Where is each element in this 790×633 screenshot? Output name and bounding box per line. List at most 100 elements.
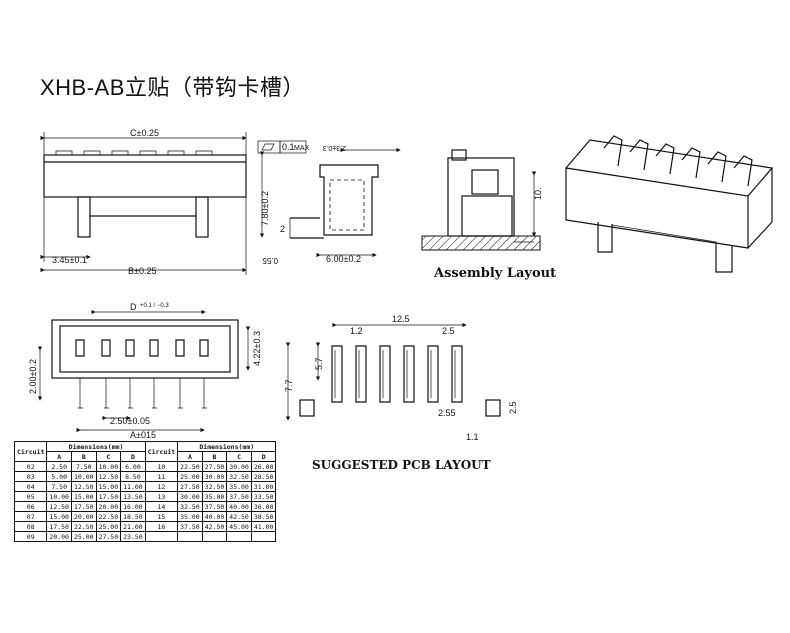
table-cell: 02 [13,461,48,472]
table-cell: 12.50 [46,501,72,512]
table-cell: 12.50 [95,471,122,482]
table-cell: 33.50 [250,491,277,502]
table-cell: 37.50 [226,491,252,502]
table-cell: 5.00 [46,471,72,482]
table-cell: 11 [144,471,179,482]
table-cell: 35.00 [177,511,203,522]
table-cell: 06 [13,501,48,512]
table-cell: 30.00 [201,471,228,482]
table-cell [201,531,228,542]
front-view: C±0.25 3.45±0.1 B±0.25 7.80±0.2 0.1 MAX [40,128,310,276]
table-cell: 25.00 [95,521,122,532]
table-cell [250,531,277,542]
table-cell: 15.00 [95,481,122,492]
table-cell: 35.00 [226,481,252,492]
table-cell: 21.00 [120,521,146,532]
table-cell: 13 [144,491,179,502]
table-cell: 07 [13,511,48,522]
dim-height-422: 4.22±0.3 [252,331,262,366]
table-cell: 16.00 [120,501,146,512]
dim-height-780: 7.80±0.2 [260,191,270,226]
dim-d: D [130,302,137,312]
table-cell: 2.50 [46,461,72,472]
table-cell: 03 [13,471,48,482]
pcb-layout: 12.5 1.2 2.5 7.7 5.7 2.55 2.5 1.1 [284,314,518,442]
dim-b: B±0.25 [128,266,156,276]
dim-pitch: 2.50±0.05 [110,416,150,426]
dim-a: A±015 [130,430,156,440]
dim-pcb-25: 2.5 [442,326,455,336]
table-col-d: D [120,451,146,462]
table-cell: 15.00 [46,511,72,522]
table-cell: 05 [13,491,48,502]
dim-pcb-77: 7.7 [284,379,294,392]
dim-height-200: 2.00±0.2 [28,359,38,394]
table-cell: 8.50 [120,471,146,482]
dim-left-offset: 3.45±0.1 [52,255,87,265]
table-cell: 14 [144,501,179,512]
table-cell: 22.50 [70,521,97,532]
table-cell: 40.00 [226,501,252,512]
dim-asm-10: 10. [533,187,543,200]
table-cell: 31.00 [250,481,277,492]
table-cell: 23.50 [120,531,146,542]
table-cell: 09 [13,531,48,542]
assembly-view: 10. [421,149,543,251]
dim-pcb-57: 5.7 [314,357,324,370]
table-col-d: D [250,451,277,462]
table-cell: 30.00 [177,491,203,502]
dim-d-tol: +0.1 / −0.3 [140,303,169,309]
assembly-caption: Assembly Layout [434,266,557,281]
table-cell: 27.50 [177,481,203,492]
table-head-dims: Dimensions(mm) [46,441,146,452]
table-cell: 42.50 [201,521,228,532]
table-col-b: B [201,451,228,462]
table-cell: 18.50 [120,511,146,522]
dim-side-top: 2.3±0.3 [323,144,346,151]
table-cell [177,531,203,542]
dim-flatness-max: MAX [294,145,310,152]
table-cell: 37.50 [177,521,203,532]
dimension-table: Circuit Dimensions(mm) Circuit Dimension… [13,441,277,542]
table-head-circuit: Circuit [13,441,48,462]
dim-pcb-11: 1.1 [466,432,479,442]
table-cell: 30.00 [226,461,252,472]
pcb-caption: SUGGESTED PCB LAYOUT [312,458,491,472]
table-cell: 17.50 [70,501,97,512]
table-cell: 16 [144,521,179,532]
table-cell: 26.00 [250,461,277,472]
dim-c: C±0.25 [130,128,159,138]
table-cell: 12 [144,481,179,492]
table-col-a: A [46,451,72,462]
table-cell: 11.00 [120,481,146,492]
table-cell: 13.50 [120,491,146,502]
table-cell: 45.00 [226,521,252,532]
table-cell: 12.50 [70,481,97,492]
table-head-circuit: Circuit [144,441,179,462]
table-cell: 04 [13,481,48,492]
table-cell: 17.50 [46,521,72,532]
side-view: 2.3±0.3 2 6.00±0.2 0.55 [262,144,401,265]
page-title: XHB-AB立贴（带钩卡槽） [40,75,305,100]
table-cell: 7.50 [46,481,72,492]
top-view: D +0.1 / −0.3 2.00±0.2 4.22±0.3 2.50±0.0… [28,302,262,440]
table-cell: 15.00 [70,491,97,502]
table-cell: 32.50 [201,481,228,492]
table-cell [144,531,179,542]
table-cell: 37.50 [201,501,228,512]
table-cell: 20.00 [70,511,97,522]
table-cell: 7.50 [70,461,97,472]
table-cell: 27.50 [95,531,122,542]
table-cell: 35.00 [201,491,228,502]
table-cell: 27.50 [201,461,228,472]
table-cell: 36.00 [250,501,277,512]
dim-side-2: 2 [280,224,285,234]
